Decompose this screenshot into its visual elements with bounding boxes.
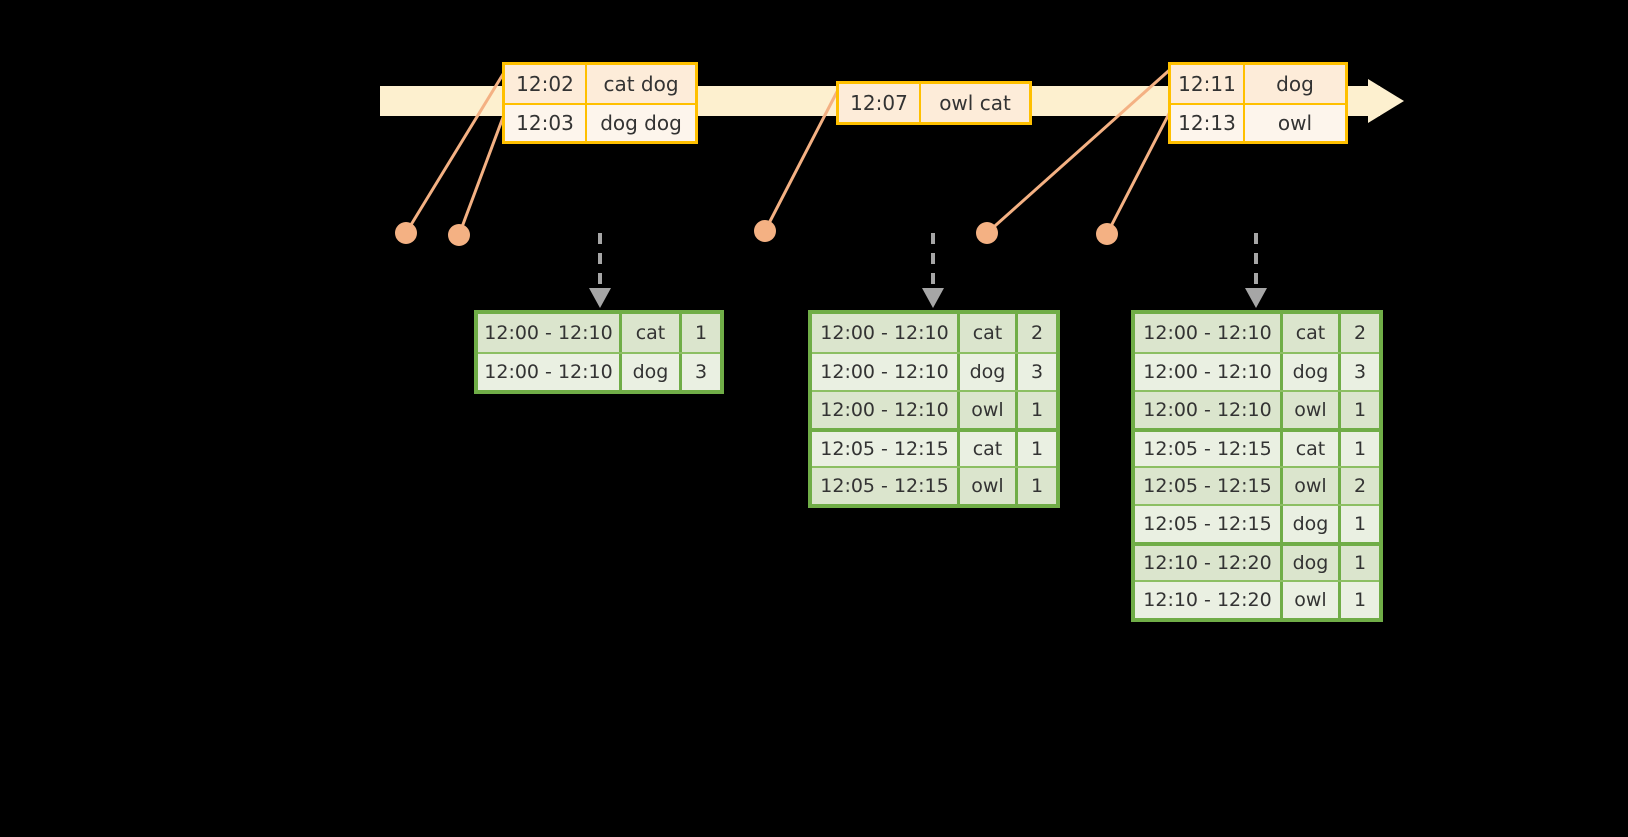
event-box: 12:02 cat dog 12:03 dog dog — [502, 62, 698, 144]
window-cell: 12:00 - 12:10 — [812, 354, 960, 390]
key-cell: cat — [960, 432, 1018, 466]
event-value: dog dog — [600, 111, 682, 135]
window-cell: 12:05 - 12:15 — [812, 432, 960, 466]
count-cell: 1 — [1353, 438, 1367, 460]
count-cell: 2 — [1353, 475, 1367, 497]
window-cell: 12:05 - 12:15 — [812, 468, 960, 504]
window-cell: 12:00 - 12:10 — [478, 354, 622, 390]
event-value: owl — [1277, 111, 1313, 135]
count-cell: 1 — [1353, 513, 1367, 535]
key-cell: owl — [1283, 392, 1341, 428]
event-dot-marker — [976, 222, 998, 244]
count-cell: 1 — [1353, 552, 1367, 574]
window-cell: 12:10 - 12:20 — [1135, 546, 1283, 580]
event-dot-marker — [1096, 223, 1118, 245]
window-cell: 12:00 - 12:10 — [1135, 314, 1283, 352]
event-row: 12:03 dog dog — [505, 103, 695, 141]
key-cell: dog — [622, 354, 682, 390]
key-cell: dog — [1283, 546, 1341, 580]
connector-line-5 — [1105, 103, 1176, 235]
down-arrow-1 — [589, 233, 611, 308]
connector-line-2 — [457, 103, 510, 236]
count-cell: 2 — [1030, 322, 1044, 344]
count-cell: 1 — [1353, 399, 1367, 421]
event-value: dog — [1276, 72, 1314, 96]
count-cell: 1 — [1030, 438, 1044, 460]
event-dot-marker — [754, 220, 776, 242]
key-cell: dog — [1283, 354, 1341, 390]
event-row: 12:13 owl — [1171, 103, 1345, 141]
event-time: 12:13 — [1171, 105, 1245, 141]
event-dot-marker — [395, 222, 417, 244]
key-cell: owl — [960, 468, 1018, 504]
window-cell: 12:05 - 12:15 — [1135, 432, 1283, 466]
event-row: 12:07 owl cat — [839, 84, 1029, 122]
event-time: 12:11 — [1171, 65, 1245, 103]
event-box: 12:07 owl cat — [836, 81, 1032, 125]
event-row: 12:11 dog — [1171, 65, 1345, 103]
event-value: cat dog — [603, 72, 679, 96]
key-cell: cat — [960, 314, 1018, 352]
event-box: 12:11 dog 12:13 owl — [1168, 62, 1348, 144]
key-cell: dog — [1283, 506, 1341, 542]
event-time: 12:02 — [505, 65, 587, 103]
count-cell: 2 — [1353, 322, 1367, 344]
key-cell: cat — [622, 314, 682, 352]
key-cell: cat — [1283, 432, 1341, 466]
key-cell: owl — [1283, 582, 1341, 618]
window-cell: 12:00 - 12:10 — [1135, 392, 1283, 428]
event-time: 12:07 — [839, 84, 921, 122]
down-arrow-3 — [1245, 233, 1267, 308]
window-cell: 12:10 - 12:20 — [1135, 582, 1283, 618]
key-cell: owl — [960, 392, 1018, 428]
count-cell: 3 — [1030, 361, 1044, 383]
event-dot-marker — [448, 224, 470, 246]
window-cell: 12:00 - 12:10 — [1135, 354, 1283, 390]
count-cell: 1 — [1353, 589, 1367, 611]
count-cell: 1 — [1030, 399, 1044, 421]
window-cell: 12:05 - 12:15 — [1135, 468, 1283, 504]
count-cell: 3 — [1353, 361, 1367, 383]
key-cell: cat — [1283, 314, 1341, 352]
event-value: owl cat — [939, 91, 1011, 115]
event-row: 12:02 cat dog — [505, 65, 695, 103]
window-cell: 12:00 - 12:10 — [812, 314, 960, 352]
count-cell: 1 — [694, 322, 708, 344]
window-cell: 12:00 - 12:10 — [478, 314, 622, 352]
event-time: 12:03 — [505, 105, 587, 141]
window-cell: 12:00 - 12:10 — [812, 392, 960, 428]
count-cell: 1 — [1030, 475, 1044, 497]
down-arrow-2 — [922, 233, 944, 308]
window-cell: 12:05 - 12:15 — [1135, 506, 1283, 542]
timeline-arrowhead-icon — [1368, 79, 1404, 123]
key-cell: dog — [960, 354, 1018, 390]
count-cell: 3 — [694, 361, 708, 383]
key-cell: owl — [1283, 468, 1341, 504]
